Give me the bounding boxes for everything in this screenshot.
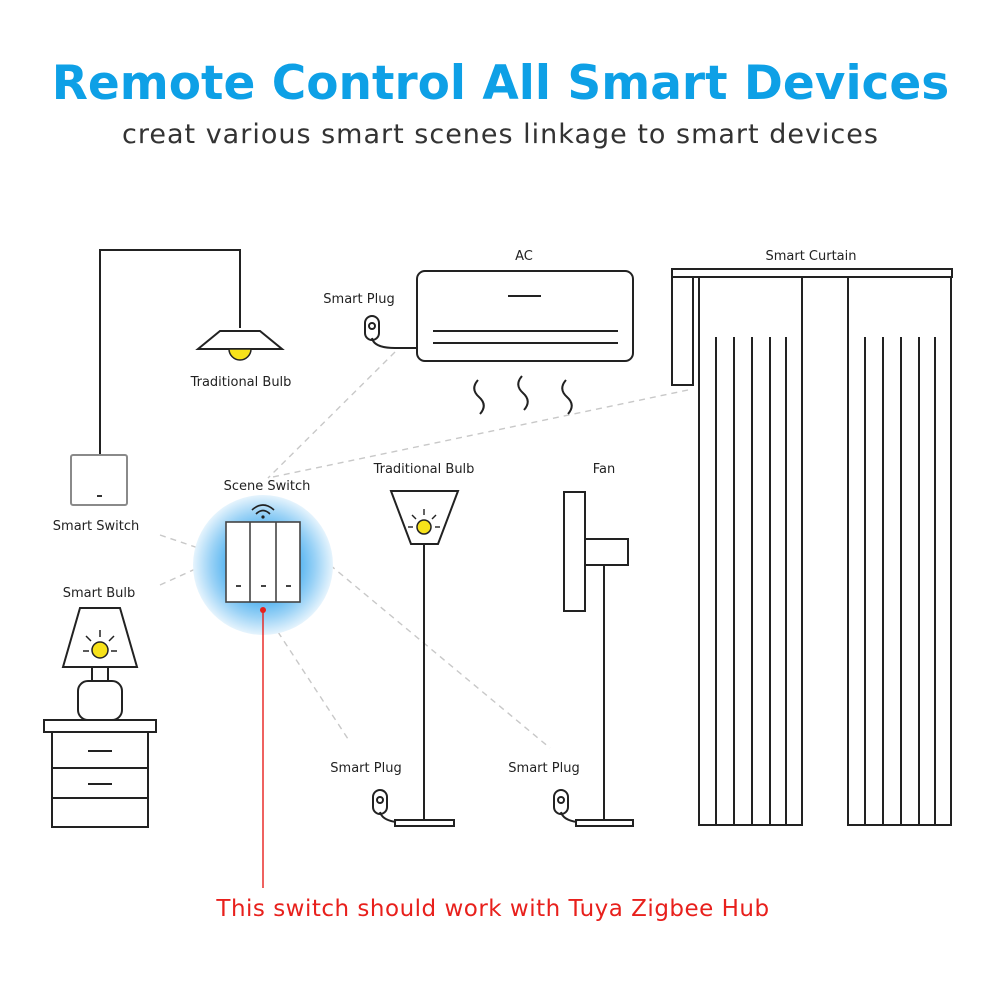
smart-bulb-lamp: Smart Bulb: [43, 586, 157, 828]
fan: Fan: [563, 462, 634, 827]
smart-plug-fan: Smart Plug: [508, 761, 580, 823]
scene-switch: Scene Switch: [193, 479, 333, 888]
smart-plug-floor-label: Smart Plug: [330, 761, 401, 776]
page-subtitle: creat various smart scenes linkage to sm…: [122, 119, 879, 150]
smart-bulb-label: Smart Bulb: [63, 586, 135, 601]
air-conditioner: AC: [416, 249, 634, 415]
smart-plug-ac: Smart Plug: [323, 292, 418, 349]
traditional-bulb-floor-label: Traditional Bulb: [373, 462, 475, 477]
smart-plug-floor: Smart Plug: [330, 761, 402, 823]
smart-plug-ac-label: Smart Plug: [323, 292, 394, 307]
traditional-bulb-top: Traditional Bulb: [99, 249, 292, 455]
smart-curtain: Smart Curtain: [671, 249, 953, 826]
scene-switch-label: Scene Switch: [224, 479, 311, 494]
smart-switch-label: Smart Switch: [53, 519, 139, 534]
floor-lamp: Traditional Bulb: [373, 462, 475, 827]
smart-plug-fan-label: Smart Plug: [508, 761, 579, 776]
ac-label: AC: [515, 249, 533, 264]
fan-label: Fan: [593, 462, 616, 477]
smart-switch: Smart Switch: [53, 454, 139, 534]
smart-curtain-label: Smart Curtain: [765, 249, 856, 264]
hub-compatibility-note: This switch should work with Tuya Zigbee…: [216, 896, 770, 922]
page-title: Remote Control All Smart Devices: [51, 56, 950, 111]
traditional-bulb-top-label: Traditional Bulb: [190, 375, 292, 390]
